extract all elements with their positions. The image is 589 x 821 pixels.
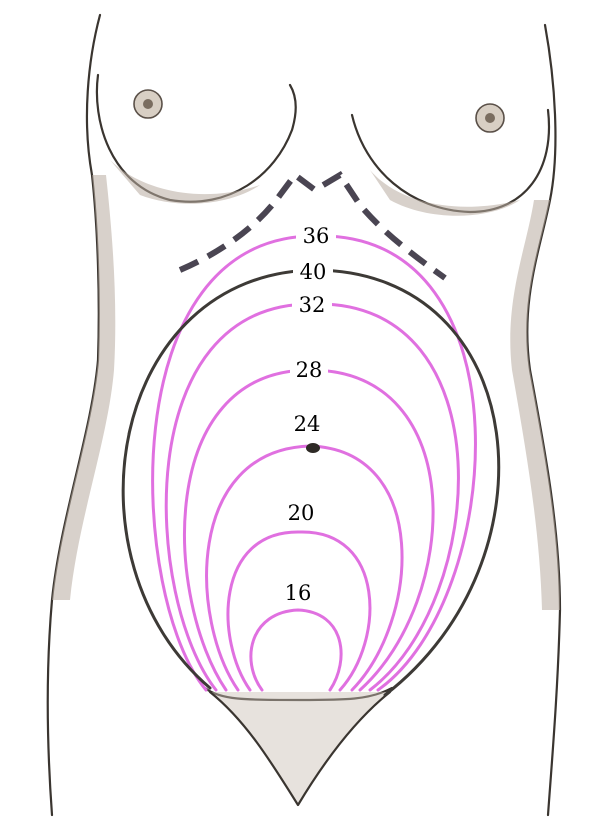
- label-week-20: 20: [288, 501, 315, 525]
- curve-week-16: [251, 610, 341, 690]
- pubic-region: [205, 688, 392, 805]
- umbilicus: [306, 443, 320, 453]
- label-week-28: 28: [296, 358, 323, 382]
- label-week-32: 32: [299, 293, 326, 317]
- week-labels: 16 20 24 28 32 40 36: [280, 220, 336, 605]
- right-breast: [352, 110, 549, 216]
- label-week-24: 24: [294, 412, 321, 436]
- left-breast: [97, 75, 296, 204]
- label-week-36: 36: [303, 224, 330, 248]
- left-nipple: [134, 90, 162, 118]
- label-week-40: 40: [300, 260, 327, 284]
- right-nipple: [476, 104, 504, 132]
- label-week-16: 16: [285, 581, 312, 605]
